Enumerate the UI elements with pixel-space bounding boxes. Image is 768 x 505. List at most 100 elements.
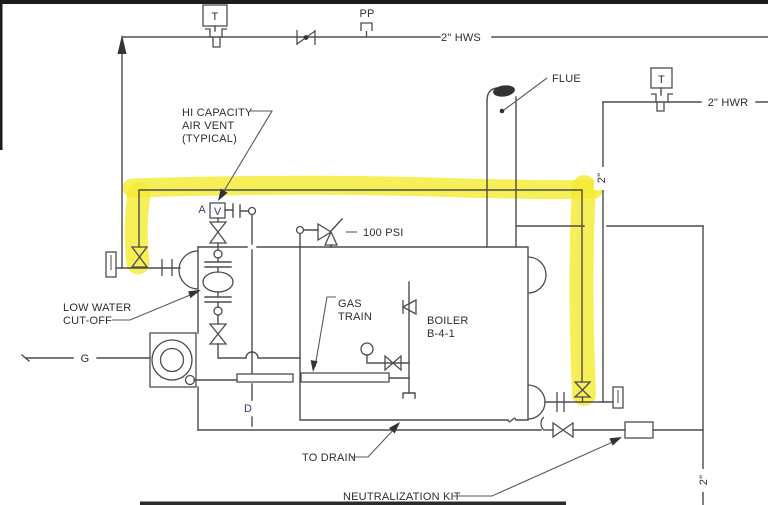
flow-arrow-up — [117, 35, 127, 54]
bottom-border-bar — [140, 501, 566, 505]
gate-valve-left-highlighted — [130, 246, 149, 268]
valve-tri-top — [130, 246, 149, 259]
boiler-internal-piping — [360, 281, 417, 399]
flue-leader-line — [503, 77, 548, 111]
valve-tri-top — [573, 381, 592, 391]
circulator-pump-left — [178, 250, 199, 290]
vent-outlet-port — [247, 206, 257, 216]
air-vent-leader — [220, 110, 273, 197]
air-vent-assembly: A V D — [198, 202, 257, 427]
balance-valve-dot — [303, 35, 309, 40]
vent-discharge-line: 2" — [516, 225, 710, 505]
flow-indicator-left — [105, 251, 117, 278]
thermowell-left — [205, 28, 227, 48]
gas-train-body-inner — [300, 372, 390, 383]
air-vent-note-1: HI CAPACITY — [182, 107, 253, 119]
neutralization-leader-arrow — [609, 437, 622, 446]
highlighted-pipe-loop — [130, 189, 592, 403]
flue-cap-curve — [486, 87, 498, 102]
pp-test-plug: PP — [359, 8, 374, 37]
left-border-bar — [0, 0, 3, 150]
to-drain-leader-arrow — [388, 422, 400, 434]
drain-valve-left — [552, 421, 565, 439]
gas-train-note-2: TRAIN — [338, 311, 372, 323]
boiler-label-1: BOILER — [427, 315, 469, 327]
air-vent-leader-arrow — [218, 188, 228, 201]
gauge-branch-line — [366, 354, 410, 364]
flue-leader-dot — [499, 108, 505, 114]
flue-walls — [486, 96, 517, 248]
hws-supply-line: 2" HWS T PP — [117, 4, 768, 269]
low-water-cutoff-assembly — [202, 246, 301, 359]
vent-riser-size: 2" — [698, 475, 710, 485]
gas-pipe — [21, 354, 151, 362]
hwr-riser-size: 2" — [596, 173, 608, 183]
lwco-pipe-to-boiler — [217, 343, 301, 359]
burner-connection-flange — [402, 392, 416, 399]
valve-tri-bottom — [130, 255, 149, 268]
vent-isolation-valve-bottom — [208, 230, 228, 244]
hws-pipe-label: 2" HWS — [441, 32, 481, 44]
lwco-blowdown-valve-bottom — [208, 332, 228, 345]
lwco-note-1: LOW WATER — [63, 302, 131, 314]
relief-valve-lever — [330, 218, 343, 248]
flue-label: FLUE — [552, 73, 581, 85]
hwr-size-backing — [594, 167, 607, 190]
neutralization-leader — [452, 440, 616, 497]
hwr-return-line: 2" HWR T 2" — [594, 67, 768, 403]
boiler-nozzle-bottom-right — [527, 384, 546, 420]
highlight-left-riser — [124, 182, 151, 275]
pp-label: PP — [359, 8, 374, 20]
vent-tag-label: A — [198, 204, 206, 216]
neutralization-line — [540, 416, 704, 439]
vent-valve-label: V — [214, 206, 222, 218]
gas-cock-right — [392, 354, 402, 372]
pipe-union-left — [161, 259, 173, 276]
flue-cap — [493, 85, 515, 97]
lwco-float-chamber — [202, 271, 234, 293]
temp-sensor-right-label: T — [658, 74, 665, 86]
highlight-top-run — [122, 175, 604, 200]
boiler: BOILER B-4-1 100 PSI — [193, 218, 547, 423]
lwco-flange-bottom — [204, 291, 232, 308]
hwr-pipe-label: 2" HWR — [708, 97, 749, 109]
burner-inner-circle — [159, 347, 185, 373]
relief-port — [295, 225, 305, 235]
lwco-leader — [112, 292, 196, 321]
thermowell-right — [651, 93, 673, 112]
burner-outer-circle — [151, 339, 193, 381]
boiler-label-2: B-4-1 — [427, 328, 455, 340]
boiler-outline — [299, 246, 529, 421]
drain-trap-curve — [540, 416, 545, 431]
annotations: HI CAPACITY AIR VENT (TYPICAL) LOW WATER… — [63, 107, 622, 503]
gate-valve-right-highlighted — [573, 381, 592, 403]
drain-tag-label: D — [244, 403, 252, 415]
drain-valve-right — [561, 421, 574, 439]
lwco-flange-top — [204, 257, 232, 273]
lwco-note-2: CUT-OFF — [63, 315, 112, 327]
neutralization-note: NEUTRALIZATION KIT — [343, 491, 461, 503]
relief-valve-horizontal — [317, 222, 333, 242]
yellow-highlighter-marks — [122, 175, 604, 406]
burner-gas-connection — [184, 374, 196, 386]
balance-valve — [296, 30, 316, 45]
boiler-nozzle-top-right — [527, 256, 547, 294]
air-vent-note-3: (TYPICAL) — [182, 133, 237, 145]
gas-pressure-gauge — [360, 342, 374, 356]
gas-train-leader — [314, 296, 336, 368]
vent-isolation-valve-top — [208, 221, 228, 234]
air-vent-note-2: AIR VENT — [182, 120, 234, 132]
gas-supply-label: G — [81, 353, 90, 365]
lwco-blowdown-valve-top — [208, 323, 228, 336]
gas-train-leader-arrow — [310, 360, 318, 372]
boiler-bottom-break — [507, 417, 517, 423]
temp-sensor-left-label: T — [212, 11, 219, 23]
relief-pressure-label: 100 PSI — [363, 227, 404, 239]
lwco-port-top — [213, 249, 223, 259]
gas-train-body-outer — [236, 373, 294, 383]
boiler-return-piping — [544, 386, 624, 412]
pipe-union-right — [556, 392, 565, 412]
